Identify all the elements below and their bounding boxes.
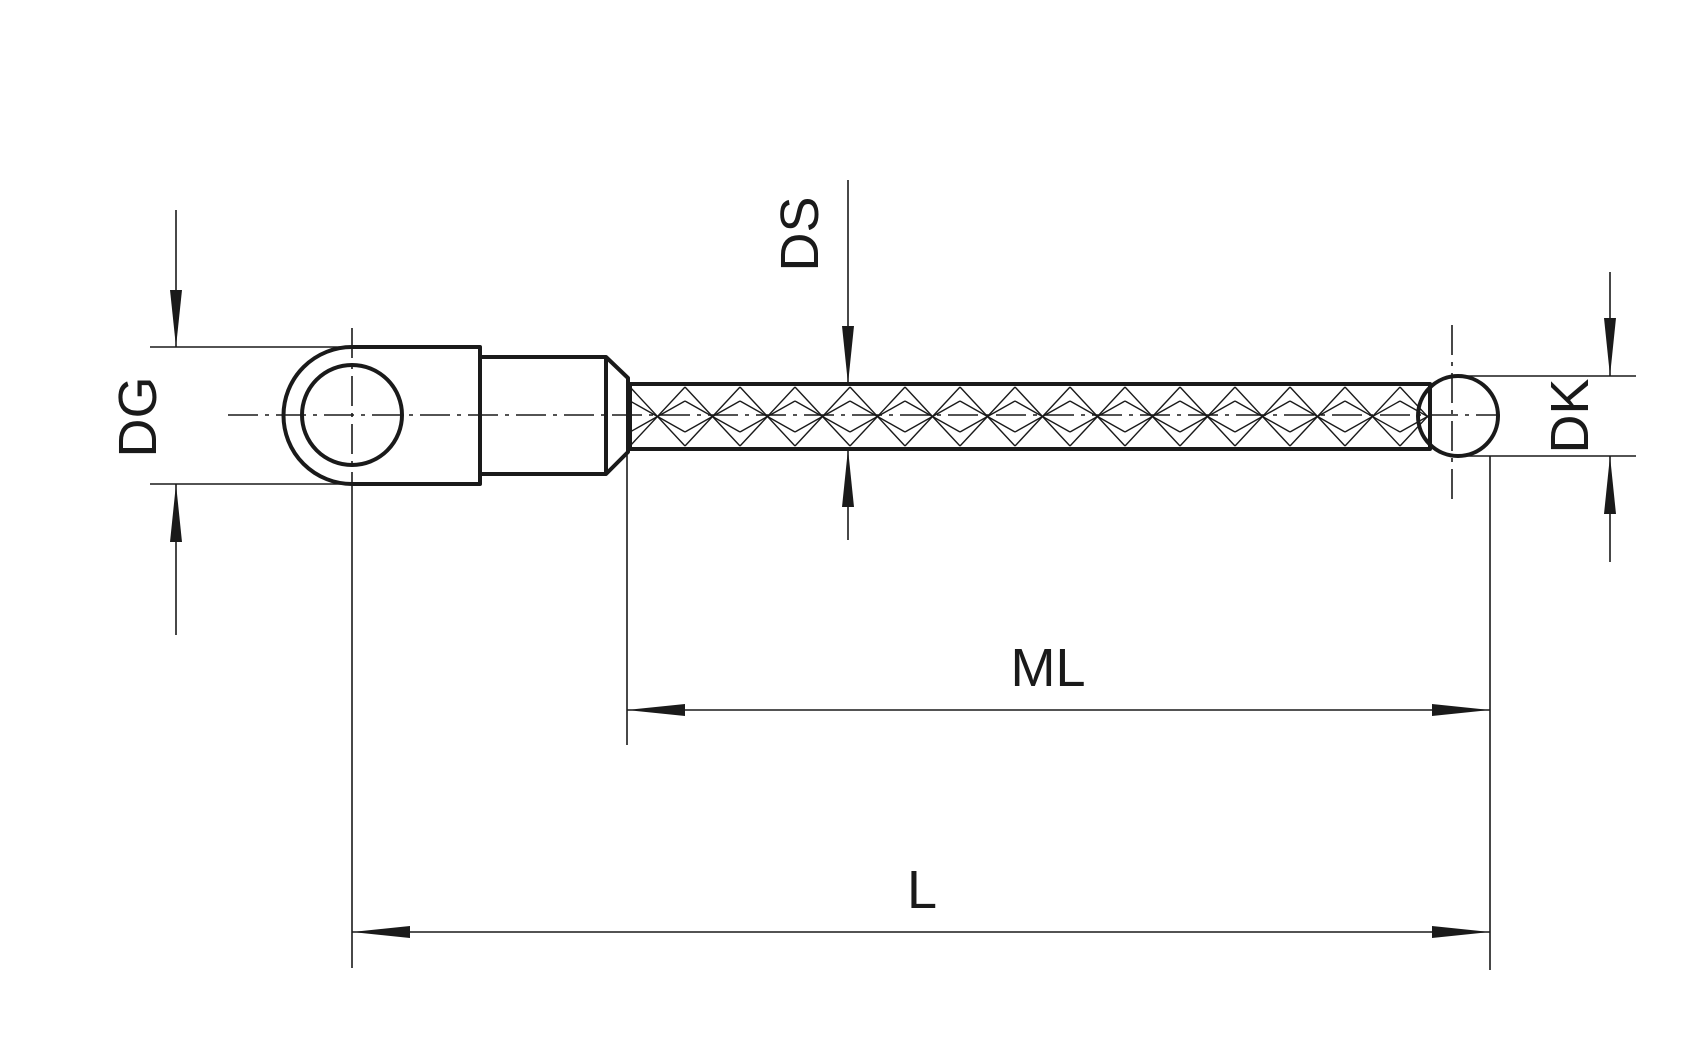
crosshatch-line	[904, 400, 961, 433]
dk-arrow-bottom	[1604, 456, 1616, 514]
dg-arrow-bottom	[170, 484, 182, 542]
ml-arrow-right	[1432, 704, 1490, 716]
eyelet-outline	[281, 345, 482, 486]
crosshatch-line	[1124, 400, 1181, 433]
dg-label: DG	[108, 377, 168, 458]
ml-label: ML	[1010, 638, 1085, 698]
ml-arrow-left	[627, 704, 685, 716]
l-label: L	[907, 860, 937, 920]
eyelet-hole	[300, 363, 404, 467]
crosshatch-line	[1399, 414, 1431, 433]
crosshatch-line	[794, 400, 851, 433]
crosshatch-line	[1289, 400, 1346, 433]
crosshatch-line	[849, 400, 906, 433]
crosshatch-line	[629, 400, 686, 433]
shaft-crosshatch	[629, 386, 1431, 447]
crosshatch-line	[1344, 400, 1401, 433]
crosshatch-line	[1234, 400, 1291, 433]
stylus-shaft	[628, 382, 1432, 451]
crosshatch-line	[684, 400, 741, 433]
crosshatch-line	[1179, 400, 1236, 433]
dk-arrow-top	[1604, 318, 1616, 376]
ds-arrow-bottom	[842, 449, 854, 507]
crosshatch-line	[739, 400, 796, 433]
ds-label: DS	[770, 196, 830, 271]
l-arrow-left	[352, 926, 410, 938]
dg-arrow-top	[170, 290, 182, 347]
ds-arrow-top	[842, 326, 854, 384]
dk-label: DK	[1540, 378, 1600, 453]
crosshatch-line	[1399, 400, 1431, 419]
crosshatch-line	[1069, 400, 1126, 433]
l-arrow-right	[1432, 926, 1490, 938]
crosshatch-line	[1399, 386, 1431, 420]
crosshatch-line	[1014, 400, 1071, 433]
crosshatch-line	[1399, 413, 1431, 447]
crosshatch-line	[959, 400, 1016, 433]
